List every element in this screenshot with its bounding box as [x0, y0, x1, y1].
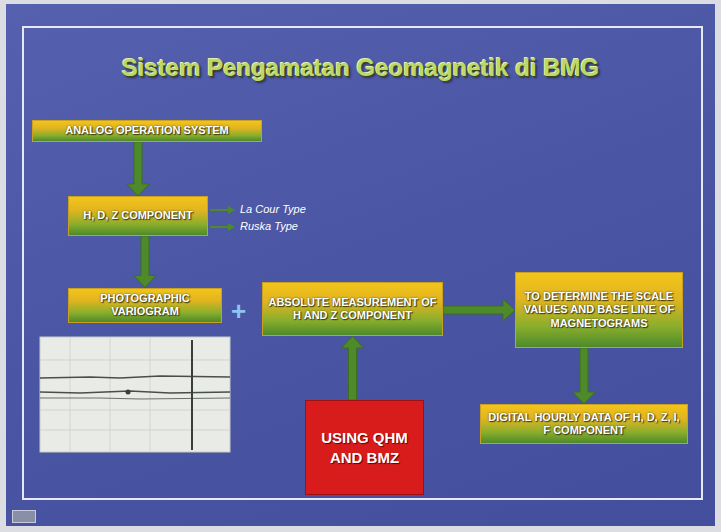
- flow-arrow: [342, 336, 364, 400]
- box-text: H, D, Z COMPONENT: [79, 209, 196, 222]
- box-text: ABSOLUTE MEASUREMENT OF H AND Z COMPONEN…: [263, 296, 442, 322]
- corner-icon: [12, 510, 36, 523]
- variogram-photo: [40, 337, 230, 452]
- box-text: DIGITAL HOURLY DATA OF H, D, Z, I, F COM…: [481, 411, 687, 437]
- flow-arrow: [134, 236, 156, 288]
- process-box: ABSOLUTE MEASUREMENT OF H AND Z COMPONEN…: [262, 282, 443, 336]
- instrument-box: USING QHM AND BMZ: [305, 400, 424, 495]
- type-label: Ruska Type: [240, 220, 298, 232]
- box-text: TO DETERMINE THE SCALE VALUES AND BASE L…: [516, 290, 682, 330]
- flow-arrow: [443, 299, 515, 321]
- process-box: DIGITAL HOURLY DATA OF H, D, Z, I, F COM…: [480, 404, 688, 444]
- process-box: TO DETERMINE THE SCALE VALUES AND BASE L…: [515, 272, 683, 348]
- flow-arrow: [127, 142, 149, 196]
- process-box: ANALOG OPERATION SYSTEM: [32, 120, 262, 142]
- plus-sign: +: [231, 296, 246, 327]
- type-label: La Cour Type: [240, 203, 306, 215]
- flow-arrow: [573, 348, 595, 404]
- type-leader-arrows: [210, 206, 235, 231]
- process-box: H, D, Z COMPONENT: [68, 196, 208, 236]
- process-box: PHOTOGRAPHIC VARIOGRAM: [68, 288, 222, 323]
- slide-title: Sistem Pengamatan Geomagnetik di BMG: [30, 54, 691, 82]
- box-text: USING QHM AND BMZ: [306, 428, 423, 467]
- box-text: ANALOG OPERATION SYSTEM: [61, 124, 233, 137]
- box-text: PHOTOGRAPHIC VARIOGRAM: [69, 292, 221, 318]
